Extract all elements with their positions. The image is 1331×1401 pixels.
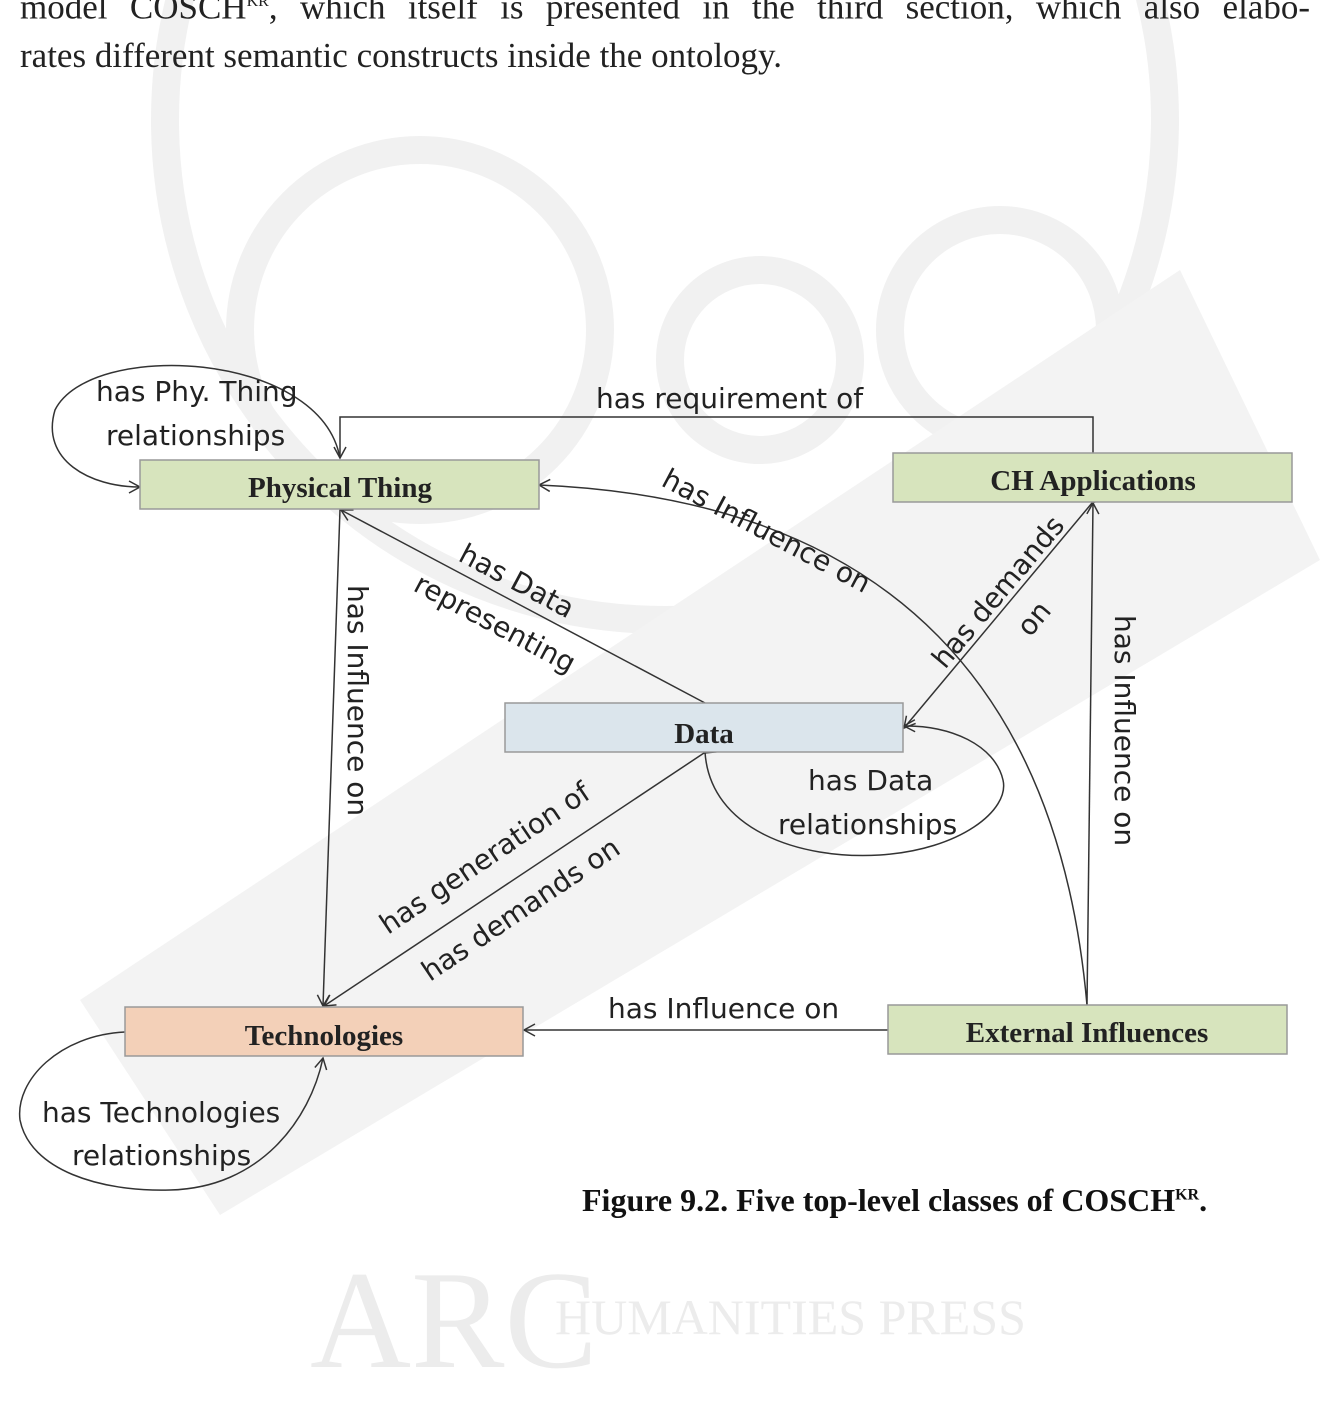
node-ch-applications-label: CH Applications — [990, 465, 1195, 497]
node-physical-thing — [139, 459, 540, 510]
edge-phy-to-tech — [316, 508, 341, 1008]
label-ext-to-ch: has Influence on — [1108, 615, 1141, 846]
edge-data-rep — [339, 509, 706, 704]
node-data-label: Data — [674, 718, 734, 750]
node-technologies — [124, 1006, 524, 1057]
node-data — [504, 702, 904, 753]
edge-tech-self — [18, 1031, 328, 1191]
label-demands-1: has demands — [925, 509, 1071, 674]
figure-caption: Figure 9.2. Five top-level classes of CO… — [582, 1182, 1208, 1218]
label-data-self-1: has Data — [808, 764, 933, 797]
label-phy-to-tech: has Influence on — [341, 585, 374, 816]
node-technologies-label: Technologies — [245, 1020, 403, 1052]
node-external-influences — [887, 1004, 1288, 1055]
body-text-line-1: model COSCHKR, which itself is presented… — [20, 0, 1310, 27]
edge-requirement — [333, 416, 1094, 460]
node-ch-applications — [892, 452, 1293, 503]
label-data-self-2: relationships — [778, 808, 957, 841]
label-requirement: has requirement of — [596, 382, 864, 415]
label-tech-self-2: relationships — [72, 1139, 251, 1172]
edge-data-self — [704, 719, 1005, 857]
edge-ext-to-ch — [1086, 501, 1100, 1006]
label-ext-to-phy: has Influence on — [657, 462, 877, 600]
edge-phy-self — [51, 364, 341, 494]
body-text-line-2: rates different semantic constructs insi… — [20, 36, 783, 75]
label-phy-self-1: has Phy. Thing — [96, 375, 298, 408]
node-external-influences-label: External Influences — [966, 1017, 1208, 1049]
edge-generation — [322, 741, 717, 1007]
label-tech-demands: has demands on — [415, 831, 626, 988]
label-ext-to-tech: has Influence on — [608, 992, 839, 1025]
label-tech-self-1: has Technologies — [42, 1096, 280, 1129]
node-physical-thing-label: Physical Thing — [248, 472, 432, 504]
edge-demands — [902, 490, 1104, 730]
ontology-diagram: Physical Thing CH Applications Data Tech… — [18, 364, 1293, 1191]
label-phy-self-2: relationships — [106, 419, 285, 452]
label-demands-2: on — [1010, 595, 1058, 643]
